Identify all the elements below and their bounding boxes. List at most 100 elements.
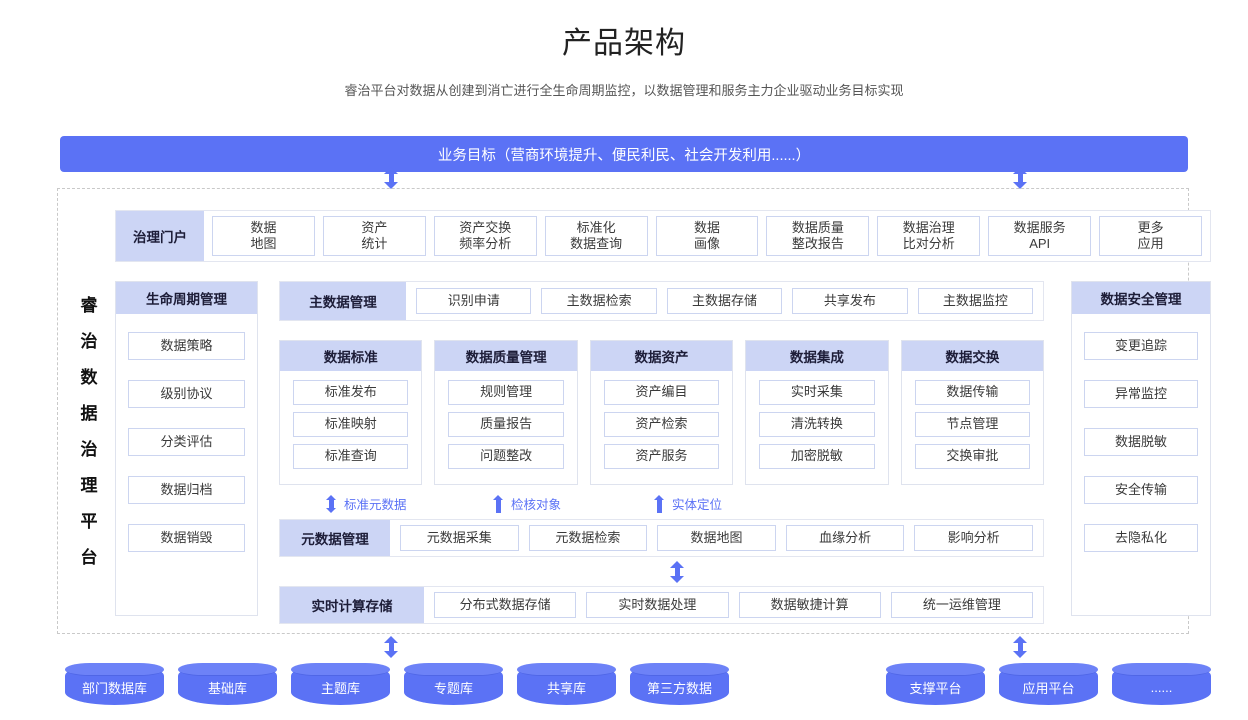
capability-chip[interactable]: 标准发布 (293, 380, 409, 405)
capability-chip[interactable]: 加密脱敏 (759, 444, 875, 469)
capability-chip[interactable]: 资产编目 (603, 380, 720, 405)
capability-chip[interactable]: 交换审批 (914, 444, 1031, 469)
data-source-cylinder[interactable]: 部门数据库 (65, 663, 164, 705)
data-source-cylinder[interactable]: 应用平台 (999, 663, 1098, 705)
relation-standard-metadata: 标准元数据 (326, 494, 407, 513)
security-items: 变更追踪异常监控数据脱敏安全传输去隐私化 (1072, 314, 1210, 562)
master-data-chip[interactable]: 共享发布 (792, 288, 908, 314)
lifecycle-items: 数据策略级别协议分类评估数据归档数据销毁 (116, 314, 257, 562)
capability-column-band: 数据资产 (590, 341, 733, 371)
data-source-cylinder[interactable]: 基础库 (178, 663, 277, 705)
capability-column-band: 数据集成 (746, 341, 888, 371)
arrow-up-down-top-right-icon (1013, 167, 1027, 189)
master-data-chip[interactable]: 主数据检索 (541, 288, 657, 314)
lifecycle-chip[interactable]: 级别协议 (128, 380, 245, 408)
metadata-chip[interactable]: 影响分析 (914, 525, 1033, 551)
capability-column-items: 资产编目资产检索资产服务 (591, 371, 732, 479)
platform-label-char: 治 (80, 332, 98, 351)
arrow-up-down-bottom-right-icon (1013, 636, 1027, 658)
capability-chip[interactable]: 清洗转换 (759, 412, 875, 437)
portal-app-chip[interactable]: 资产统计 (322, 216, 426, 256)
realtime-chip[interactable]: 统一运维管理 (890, 592, 1033, 618)
data-source-label: 专题库 (433, 681, 473, 696)
platform-label-char: 理 (80, 476, 98, 495)
data-source-label: 主题库 (320, 681, 360, 696)
portal-app-chip[interactable]: 数据质量整改报告 (766, 216, 870, 256)
master-data-chip[interactable]: 主数据监控 (917, 288, 1034, 314)
business-goal-label: 业务目标（营商环境提升、便民利民、社会开发利用......） (437, 147, 811, 164)
capability-chip[interactable]: 资产服务 (603, 444, 720, 469)
capability-chip[interactable]: 质量报告 (448, 412, 564, 437)
data-source-label: 共享库 (546, 681, 586, 696)
platform-label-char: 数 (80, 368, 98, 387)
data-source-cylinder[interactable]: ...... (1112, 663, 1211, 705)
capability-column: 数据交换数据传输节点管理交换审批 (900, 340, 1045, 485)
security-chip[interactable]: 数据脱敏 (1084, 428, 1198, 456)
lifecycle-chip[interactable]: 分类评估 (128, 428, 245, 456)
lifecycle-chip[interactable]: 数据销毁 (128, 524, 245, 552)
capability-chip[interactable]: 节点管理 (914, 412, 1031, 437)
relation-label: 标准元数据 (344, 498, 407, 512)
lifecycle-band: 生命周期管理 (116, 282, 257, 314)
page-title: 产品架构 (562, 27, 686, 60)
portal-app-chip[interactable]: 标准化数据查询 (544, 216, 648, 256)
capability-column-items: 实时采集清洗转换加密脱敏 (746, 371, 887, 479)
data-source-cylinders-left: 部门数据库 基础库 主题库 专题库 共享库 第三方数据 (65, 663, 729, 705)
data-source-cylinders-right: 支撑平台应用平台...... (886, 663, 1211, 705)
master-data-row: 主数据管理 识别申请主数据检索主数据存储共享发布主数据监控 (279, 281, 1044, 321)
metadata-chip[interactable]: 血缘分析 (785, 525, 905, 551)
lifecycle-panel: 生命周期管理 数据策略级别协议分类评估数据归档数据销毁 (115, 281, 258, 616)
capability-chip[interactable]: 实时采集 (759, 380, 875, 405)
data-source-cylinder[interactable]: 第三方数据 (630, 663, 729, 705)
realtime-band: 实时计算存储 (280, 587, 424, 623)
capability-columns: 数据标准标准发布标准映射标准查询数据质量管理规则管理质量报告问题整改数据资产资产… (279, 340, 1045, 485)
lifecycle-chip[interactable]: 数据策略 (128, 332, 245, 360)
capability-chip[interactable]: 数据传输 (914, 380, 1031, 405)
arrow-up-icon (493, 494, 504, 513)
metadata-chip[interactable]: 元数据采集 (400, 525, 519, 551)
platform-label-char: 睿 (80, 296, 98, 315)
capability-chip[interactable]: 规则管理 (448, 380, 564, 405)
data-source-cylinder[interactable]: 专题库 (404, 663, 503, 705)
security-chip[interactable]: 去隐私化 (1084, 524, 1198, 552)
portal-app-chip[interactable]: 更多应用 (1099, 216, 1203, 256)
arrow-up-down-top-left-icon (384, 167, 398, 189)
lifecycle-chip[interactable]: 数据归档 (128, 476, 245, 504)
metadata-items: 元数据采集元数据检索数据地图血缘分析影响分析 (390, 520, 1043, 556)
security-chip[interactable]: 异常监控 (1084, 380, 1198, 408)
portal-app-chip[interactable]: 资产交换频率分析 (433, 216, 537, 256)
data-source-cylinder[interactable]: 共享库 (517, 663, 616, 705)
governance-portal-row: 治理门户 数据地图资产统计资产交换频率分析标准化数据查询数据画像数据质量整改报告… (115, 210, 1211, 262)
capability-chip[interactable]: 问题整改 (448, 444, 564, 469)
governance-portal-items: 数据地图资产统计资产交换频率分析标准化数据查询数据画像数据质量整改报告数据治理比… (204, 211, 1210, 261)
data-source-cylinder[interactable]: 主题库 (291, 663, 390, 705)
data-source-label: 部门数据库 (81, 681, 147, 696)
capability-column: 数据集成实时采集清洗转换加密脱敏 (745, 340, 889, 485)
portal-app-chip[interactable]: 数据地图 (212, 216, 315, 256)
realtime-chip[interactable]: 数据敏捷计算 (738, 592, 881, 618)
master-data-items: 识别申请主数据检索主数据存储共享发布主数据监控 (406, 282, 1043, 320)
master-data-band: 主数据管理 (280, 282, 406, 320)
realtime-chip[interactable]: 实时数据处理 (586, 592, 729, 618)
realtime-chip[interactable]: 分布式数据存储 (434, 592, 577, 618)
capability-chip[interactable]: 资产检索 (603, 412, 720, 437)
data-source-label: 第三方数据 (646, 681, 712, 696)
data-source-cylinder[interactable]: 支撑平台 (886, 663, 985, 705)
security-chip[interactable]: 变更追踪 (1084, 332, 1198, 360)
capability-chip[interactable]: 标准映射 (293, 412, 409, 437)
metadata-chip[interactable]: 元数据检索 (528, 525, 648, 551)
capability-chip[interactable]: 标准查询 (293, 444, 409, 469)
metadata-chip[interactable]: 数据地图 (657, 525, 776, 551)
security-chip[interactable]: 安全传输 (1084, 476, 1198, 504)
capability-column-band: 数据交换 (901, 341, 1044, 371)
arrow-up-down-bottom-left-icon (384, 636, 398, 658)
portal-app-chip[interactable]: 数据治理比对分析 (877, 216, 981, 256)
portal-app-chip[interactable]: 数据画像 (655, 216, 759, 256)
master-data-chip[interactable]: 识别申请 (416, 288, 532, 314)
relation-entity-locate: 实体定位 (654, 494, 722, 513)
business-goal-bar: 业务目标（营商环境提升、便民利民、社会开发利用......） (60, 136, 1188, 172)
platform-label-char: 台 (80, 548, 98, 567)
master-data-chip[interactable]: 主数据存储 (666, 288, 783, 314)
